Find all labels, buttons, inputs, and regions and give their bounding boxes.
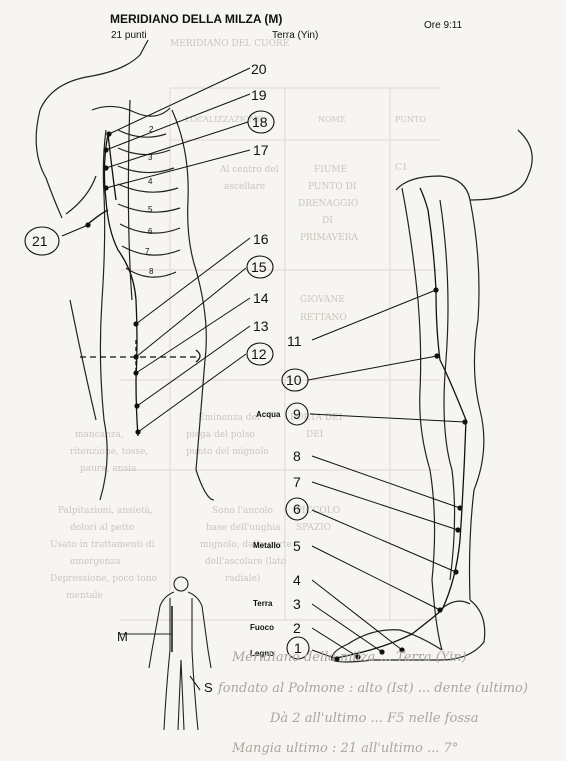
point-label-18: 18 <box>252 114 268 130</box>
ghost-nome1-1: PUNTO DI <box>308 182 357 192</box>
points-count: 21 punti <box>111 30 147 41</box>
handwriting-line-3: Dà 2 all'ultimo ... F5 nelle fossa <box>269 711 478 726</box>
point-label-7: 7 <box>293 474 301 490</box>
ghost-header-nome: NOME <box>318 115 346 124</box>
ghost-ind3-1: ritenzione, tosse, <box>70 447 148 457</box>
point-label-19: 19 <box>251 87 267 103</box>
ghost-title: MERIDIANO DEL CUORE <box>170 39 289 49</box>
ghost-loc3-0: Eminenza del <box>198 413 260 423</box>
ghost-header-loc: LOCALIZZAZIONE <box>185 115 262 124</box>
element-subtitle: Terra (Yin) <box>272 30 319 41</box>
mini-body-figure <box>120 576 212 731</box>
circle-1 <box>286 636 310 660</box>
element-label-legno: Legno <box>250 649 274 658</box>
ghost-ind4-2: Usato in trattamenti di <box>50 540 155 550</box>
element-label-terra: Terra <box>253 599 273 608</box>
ghost-nome2-0: GIOVANE <box>300 295 345 305</box>
point-label-17: 17 <box>253 142 269 158</box>
point-number-labels: 20 19 18 17 21 16 15 14 13 12 11 10 9 8 … <box>32 61 302 656</box>
point-label-2: 2 <box>293 620 301 636</box>
ghost-loc4-2: mignolo, dalla parte <box>200 540 292 550</box>
ghost-loc4-1: base dell'unghia <box>206 523 281 533</box>
circle-10 <box>281 368 309 392</box>
ghost-nome4-0: PICCOLO <box>296 506 340 516</box>
page-title: MERIDIANO DELLA MILZA (M) <box>110 12 283 26</box>
ghost-nome1-3: DI <box>322 216 333 226</box>
ghost-nome4-1: SPAZIO <box>296 523 331 533</box>
circle-9 <box>285 402 309 426</box>
element-label-acqua: Acqua <box>256 410 281 419</box>
ghost-loc1-0: Al centro del <box>219 165 279 175</box>
point-label-13: 13 <box>253 318 269 334</box>
element-labels: Acqua Metallo Terra Fuoco Legno <box>250 410 281 658</box>
point-label-5: 5 <box>293 538 301 554</box>
point-circles <box>24 110 310 660</box>
circle-6 <box>285 497 309 521</box>
torso-drawing <box>35 39 215 501</box>
ghost-ind4-0: Palpitazioni, ansietà, <box>58 505 153 516</box>
ghost-ind3-0: mancanza, <box>75 430 124 440</box>
point-label-9: 9 <box>293 406 301 422</box>
figure-label-m: M <box>117 629 128 644</box>
ghost-loc4-4: radiale) <box>225 573 260 584</box>
point-label-11: 11 <box>287 333 302 349</box>
point-label-14: 14 <box>253 290 269 306</box>
ghost-loc3-2: punto del mignolo <box>186 447 269 457</box>
rib-label-3: 3 <box>148 153 153 162</box>
point-label-21: 21 <box>32 233 48 249</box>
ghost-loc4-0: Sono l'ancolo <box>212 506 273 516</box>
ghost-ind4-1: dolori al petto <box>70 523 134 533</box>
point-label-3: 3 <box>293 596 301 612</box>
ghost-nome1-0: FIUME <box>314 165 347 175</box>
element-label-metallo: Metallo <box>253 541 281 550</box>
circle-15 <box>246 255 274 279</box>
ghost-loc1-1: ascellare <box>224 182 265 192</box>
ghost-header-punto: PUNTO <box>395 115 426 124</box>
leader-lines <box>61 67 466 660</box>
handwritten-notes: Meridiano della milza ... Terra (Yin) fo… <box>217 650 528 756</box>
rib-label-6: 6 <box>148 227 153 236</box>
leg-drawing <box>331 129 533 663</box>
circle-21 <box>24 226 60 256</box>
point-label-10: 10 <box>286 372 302 388</box>
rib-label-5: 5 <box>148 205 153 214</box>
figure-label-s: S <box>204 680 213 695</box>
ghost-c1: C1 <box>395 163 408 173</box>
rib-label-7: 7 <box>145 247 150 256</box>
rib-labels: 2 3 4 5 6 7 8 <box>145 125 154 276</box>
rib-label-2: 2 <box>149 125 154 134</box>
point-label-8: 8 <box>293 448 301 464</box>
ghost-nome2-1: RETTANO <box>300 313 347 323</box>
rib-label-4: 4 <box>148 177 153 186</box>
ghost-nome3-0: PORTA DEI <box>290 413 343 423</box>
ghost-ind4-3: emergenza <box>70 557 121 567</box>
circle-18 <box>247 110 275 134</box>
handwriting-line-4: Mangia ultimo : 21 all'ultimo ... 7° <box>231 741 458 756</box>
circle-12 <box>246 342 274 366</box>
ghost-ind4-5: mentale <box>66 591 103 601</box>
ghost-ind4-4: Depressione, poco tono <box>50 574 157 584</box>
ghost-loc3-1: piega del polso <box>186 430 255 440</box>
ghost-ind3-2: paura, ansia <box>80 464 137 474</box>
ghost-nome1-4: PRIMAVERA <box>300 233 358 243</box>
handwriting-line-2: fondato al Polmone : alto (Ist) ... dent… <box>217 681 528 696</box>
point-label-20: 20 <box>251 61 267 77</box>
ghost-nome3-1: DEI <box>306 430 324 440</box>
time-label: Ore 9:11 <box>424 20 463 31</box>
rib-label-8: 8 <box>149 267 154 276</box>
point-label-4: 4 <box>293 572 301 588</box>
ghost-nome1-2: DRENAGGIO <box>298 199 358 209</box>
handwriting-line-1: Meridiano della milza ... Terra (Yin) <box>231 650 467 665</box>
point-label-16: 16 <box>253 231 269 247</box>
bleed-through-table <box>120 87 440 621</box>
point-label-6: 6 <box>293 501 301 517</box>
ghost-loc4-3: dell'ascolare (lato <box>205 556 286 567</box>
point-label-15: 15 <box>251 259 267 275</box>
bleed-through-text: MERIDIANO DEL CUORE PUNTO NOME LOCALIZZA… <box>50 39 426 601</box>
point-label-1: 1 <box>294 640 302 656</box>
element-label-fuoco: Fuoco <box>250 623 274 632</box>
point-label-12: 12 <box>251 346 267 362</box>
